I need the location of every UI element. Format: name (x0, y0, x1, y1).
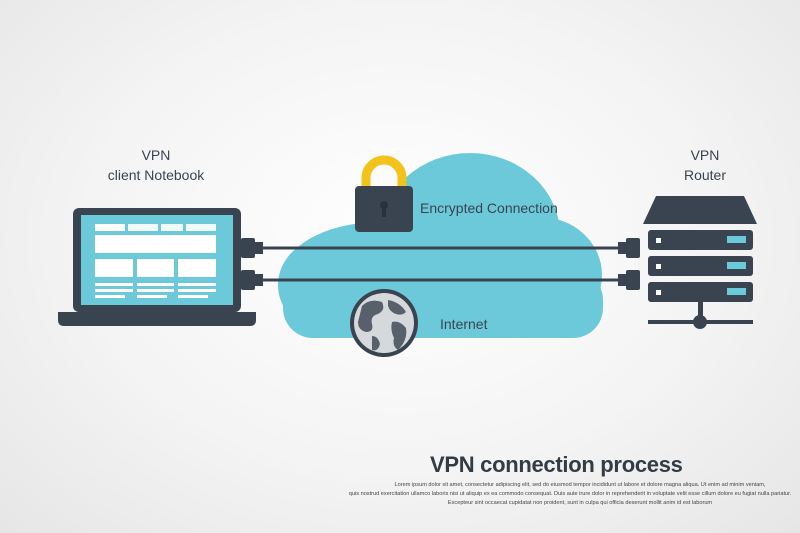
router-label-line1: VPN (690, 147, 720, 163)
router-label: VPN Router (645, 145, 765, 185)
laptop-label-line1: VPN (141, 147, 171, 163)
laptop-icon (58, 208, 256, 326)
encrypted-connection-label: Encrypted Connection (420, 200, 558, 216)
connection-lines (255, 246, 628, 282)
plug-icon-left (241, 238, 263, 290)
lorem-line-3: Excepteur sint occaecat cupidatat non pr… (447, 500, 713, 506)
laptop-label-line2: client Notebook (107, 167, 205, 183)
laptop-label: VPN client Notebook (96, 145, 216, 185)
router-label-line2: Router (683, 167, 727, 183)
lorem-line-2: quis nostrud exercitation ullamco labori… (348, 491, 792, 497)
lorem-line-1: Lorem ipsum dolor sit amet, consectetur … (394, 482, 766, 488)
server-icon (643, 196, 757, 329)
cloud-icon (278, 153, 603, 338)
internet-label: Internet (440, 316, 488, 332)
padlock-icon (355, 155, 413, 232)
globe-icon (350, 289, 418, 357)
diagram-title: VPN connection process (430, 452, 683, 477)
plug-icon-right (618, 238, 640, 290)
